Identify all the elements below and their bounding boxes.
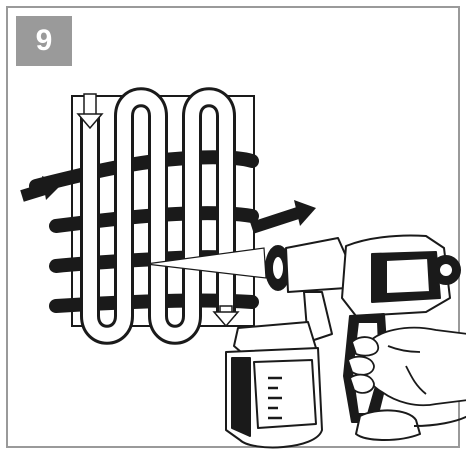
right-arrow-icon <box>250 200 316 234</box>
left-arrow-icon <box>20 176 62 202</box>
paint-spray-gun-icon <box>225 234 466 449</box>
down-arrow-icon <box>76 93 104 130</box>
exit-arrow-icon <box>212 305 240 328</box>
spray-technique-illustration <box>20 87 466 449</box>
instruction-panel: 9 <box>6 6 466 449</box>
hand-icon <box>347 326 466 407</box>
step-number-badge: 9 <box>16 16 72 66</box>
serpentine-spray-path-icon <box>80 87 236 345</box>
spray-cone <box>145 247 267 279</box>
